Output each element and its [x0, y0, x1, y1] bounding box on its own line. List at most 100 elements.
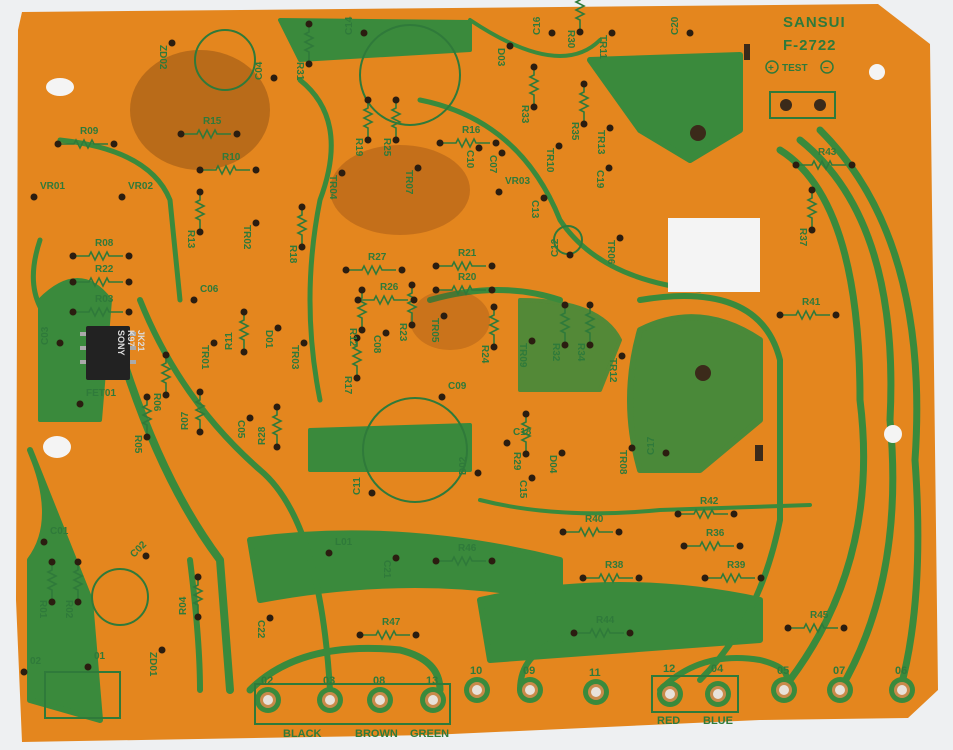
component-label: R19: [353, 138, 364, 157]
solder-pad: [48, 598, 56, 606]
solder-pad: [576, 28, 584, 36]
component-label: C22: [255, 620, 266, 639]
component-label: R06: [151, 393, 162, 412]
component-label: R24: [479, 345, 490, 364]
solder-pad: [196, 428, 204, 436]
resistor-outline: [806, 192, 818, 228]
solder-pad: [674, 510, 682, 518]
resistor-outline: [362, 102, 374, 138]
solder-pad: [196, 166, 204, 174]
mounting-holes: [43, 44, 902, 461]
solder-pad: [273, 403, 281, 411]
component-label: C20: [670, 16, 681, 35]
solder-pad: [736, 542, 744, 550]
resistor-outline: [438, 260, 486, 272]
resistor-outline: [303, 26, 315, 62]
ic-chip: SONY K97 JK21: [80, 326, 146, 380]
solder-pad: [808, 186, 816, 194]
solder-pad: [528, 474, 536, 482]
component-label: R22: [95, 264, 114, 275]
solder-pad: [522, 450, 530, 458]
solder-pad: [76, 400, 84, 408]
solder-pad: [20, 668, 28, 676]
component-label: R45: [810, 610, 829, 621]
component-label: TR03: [289, 345, 300, 370]
solder-pad: [615, 528, 623, 536]
solder-pad: [210, 339, 218, 347]
solder-pad: [125, 252, 133, 260]
solder-pad: [74, 598, 82, 606]
solder-pad: [730, 510, 738, 518]
solder-pad: [488, 262, 496, 270]
solder-pad: [325, 549, 333, 557]
solder-pad: [233, 130, 241, 138]
solder-pad: [177, 130, 185, 138]
component-label: R38: [605, 560, 624, 571]
component-label: R04: [178, 596, 189, 615]
resistor-outline: [390, 102, 402, 138]
resistor-outline: [46, 564, 58, 600]
component-label: FET01: [86, 388, 116, 399]
solder-pad: [190, 296, 198, 304]
solder-pad: [561, 341, 569, 349]
solder-pad: [364, 136, 372, 144]
burn-marks: [130, 50, 490, 350]
solder-pad: [69, 252, 77, 260]
solder-pad: [490, 343, 498, 351]
solder-pad: [196, 388, 204, 396]
solder-pad: [305, 20, 313, 28]
component-label: L01: [335, 537, 353, 548]
resistor-outline: [72, 564, 84, 600]
solder-pad: [616, 234, 624, 242]
component-label: R32: [550, 343, 561, 362]
plus-icon: [765, 60, 779, 74]
terminal-hole: [779, 685, 789, 695]
component-label: R08: [95, 238, 114, 249]
solder-pad: [488, 557, 496, 565]
terminal-hole: [713, 689, 723, 699]
solder-pad: [488, 286, 496, 294]
solder-pad: [832, 311, 840, 319]
connector-box: [254, 683, 451, 725]
resistor-outline: [680, 508, 728, 520]
component-label: R44: [596, 615, 615, 626]
solder-pad: [69, 278, 77, 286]
component-label: R43: [818, 147, 837, 158]
solder-pad: [398, 266, 406, 274]
resistor-outline: [271, 409, 283, 445]
component-label: TR13: [595, 130, 606, 155]
solder-pad: [540, 194, 548, 202]
solder-pad: [168, 39, 176, 47]
solder-pad: [298, 243, 306, 251]
solder-pad: [548, 29, 556, 37]
solder-pad: [701, 574, 709, 582]
solder-pad: [240, 308, 248, 316]
component-label: 02: [30, 656, 42, 667]
brand-label: SANSUI: [783, 14, 846, 31]
solder-pad: [40, 538, 48, 546]
solder-pad: [475, 144, 483, 152]
component-label: R27: [368, 252, 387, 263]
resistor-outline: [406, 287, 418, 323]
component-label: R17: [342, 376, 353, 395]
component-label: C07: [487, 155, 498, 174]
solder-pad: [358, 326, 366, 334]
component-label: TR10: [544, 148, 555, 173]
component-label: C14: [344, 16, 355, 35]
terminal-hole: [897, 685, 907, 695]
component-label: C19: [594, 170, 605, 189]
solder-pad: [338, 169, 346, 177]
terminal-hole: [665, 689, 675, 699]
component-label: R18: [287, 245, 298, 264]
component-label: D03: [495, 48, 506, 67]
solder-pad: [628, 444, 636, 452]
solder-pad: [503, 439, 511, 447]
solder-pad: [438, 393, 446, 401]
solder-pad: [662, 449, 670, 457]
solder-pad: [618, 352, 626, 360]
solder-pad: [252, 219, 260, 227]
resistor-outline: [559, 307, 571, 343]
solder-pad: [274, 324, 282, 332]
component-label: VR01: [40, 181, 65, 192]
component-label: R47: [382, 617, 401, 628]
